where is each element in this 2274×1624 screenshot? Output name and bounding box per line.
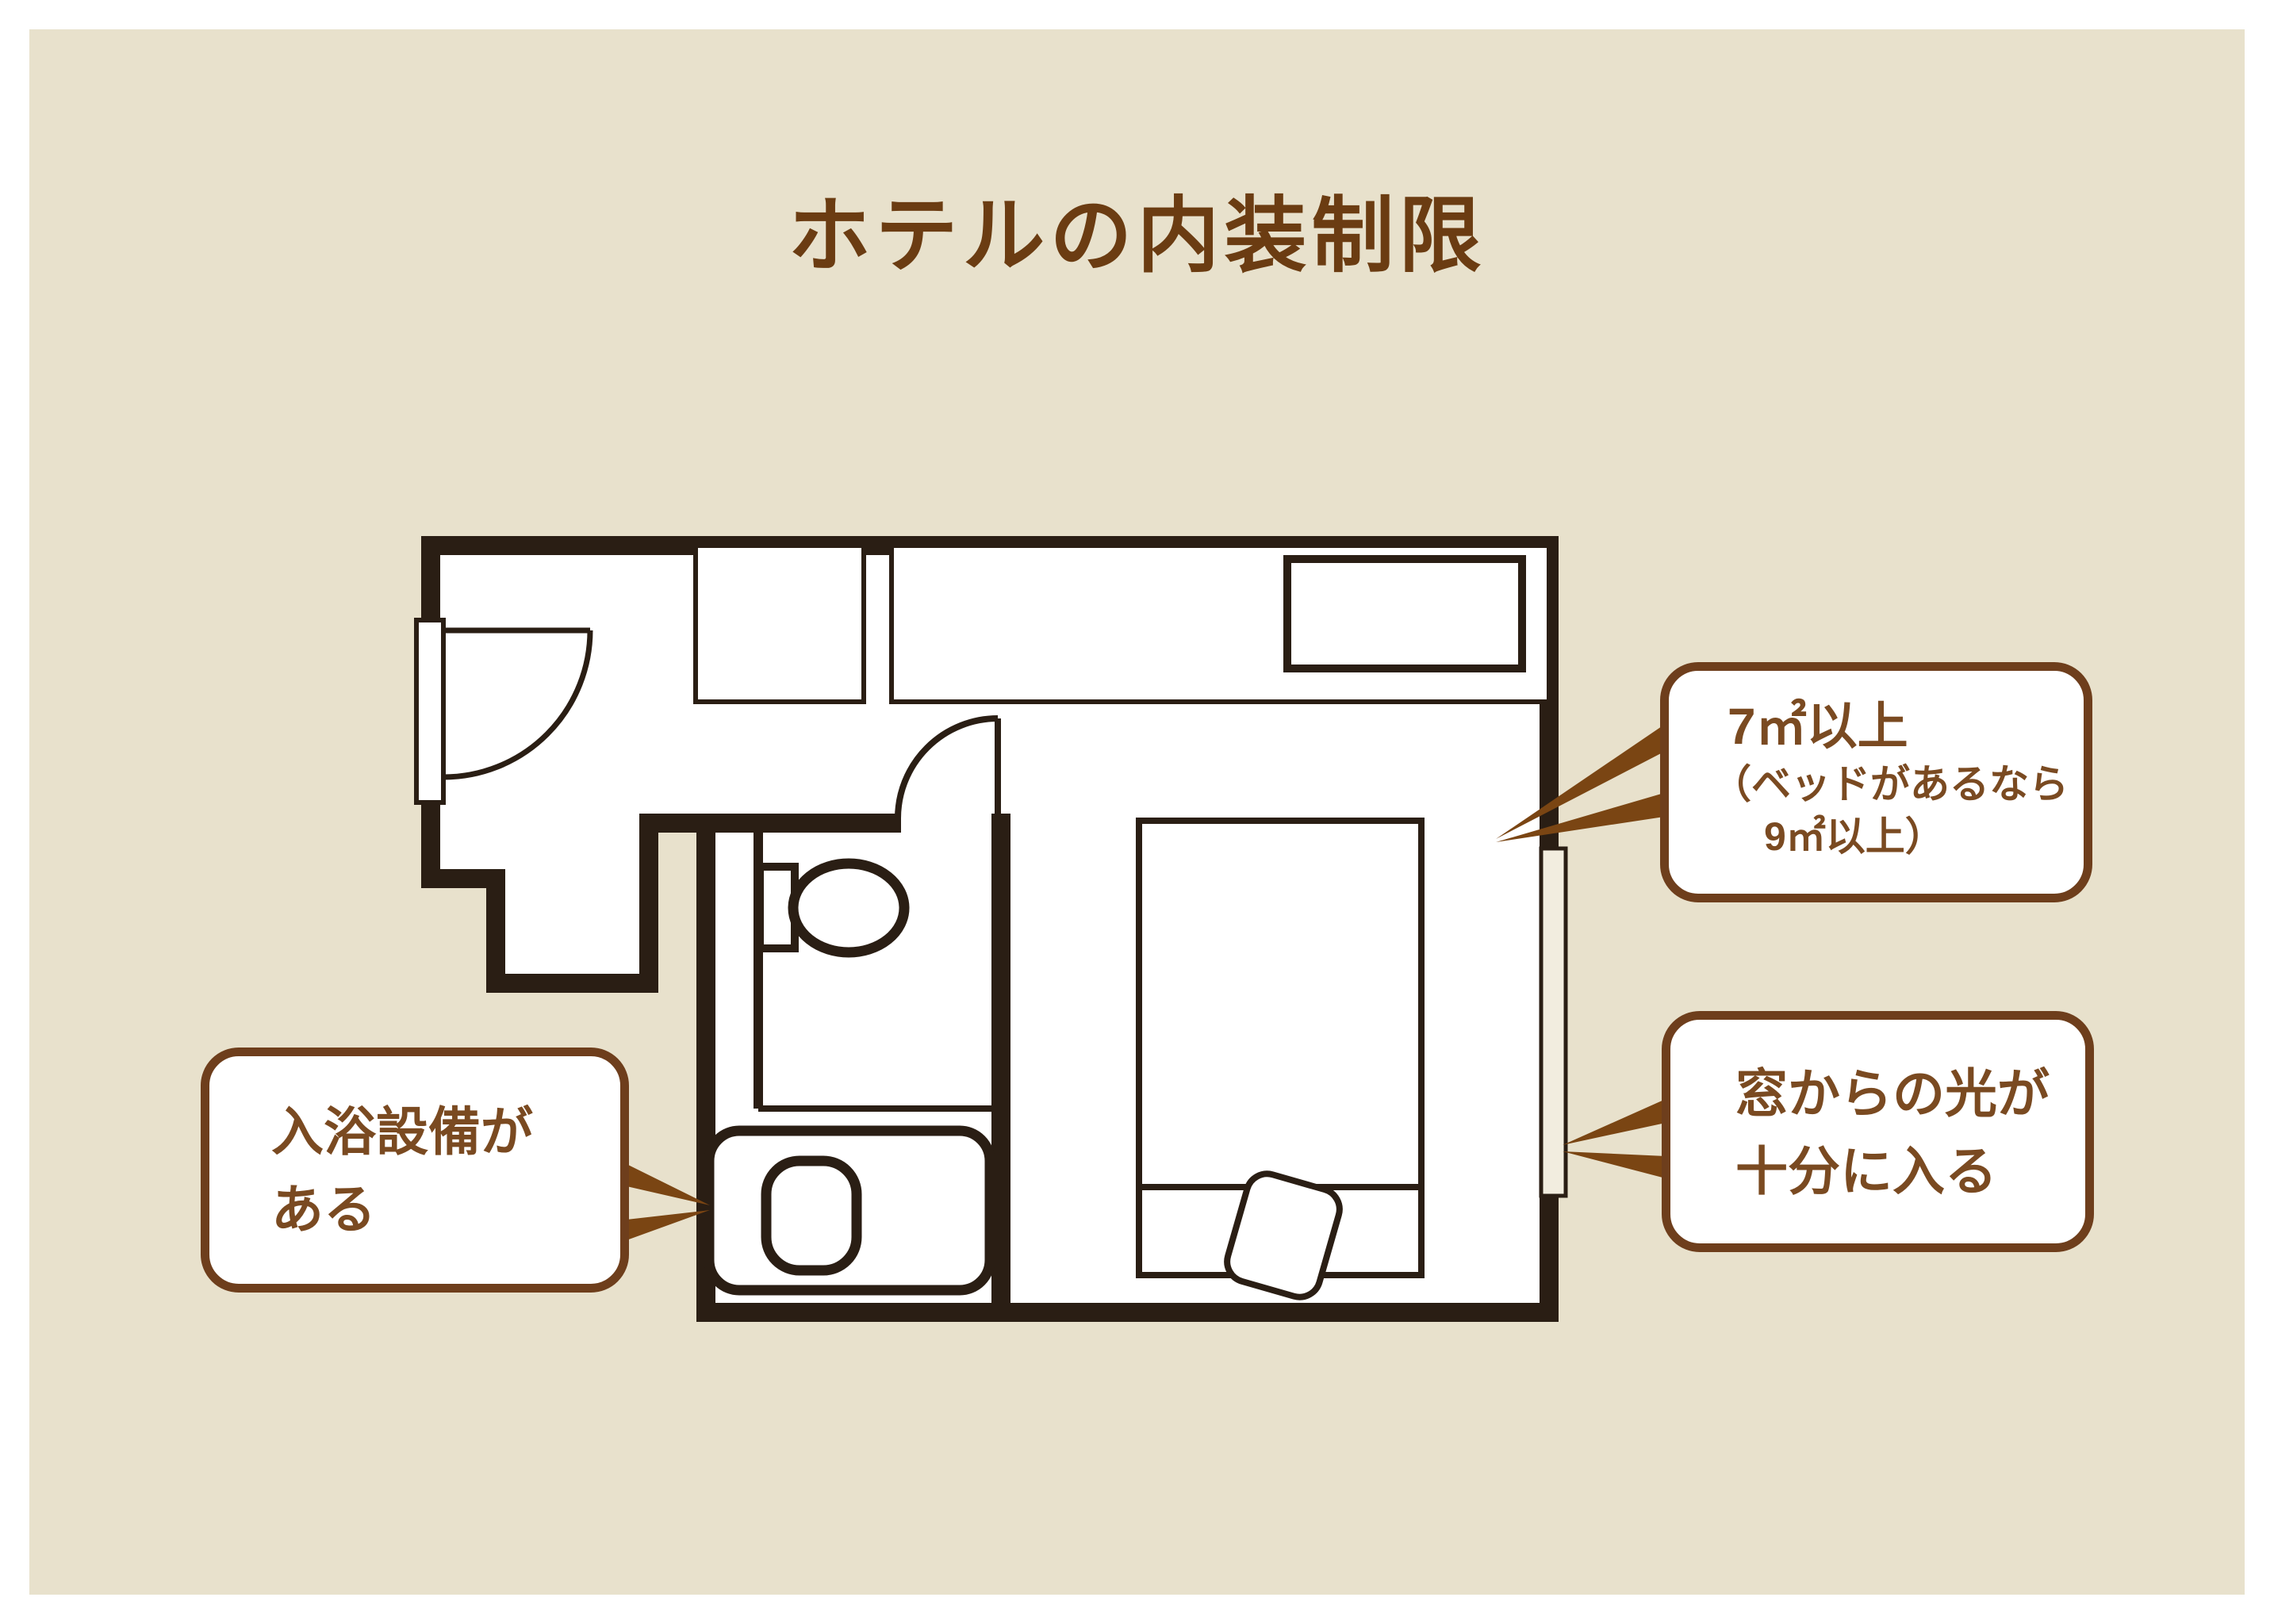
callout-min-area-line3: 9㎡以上） [1764, 814, 1945, 859]
callout-min-area-line1: 7㎡以上 [1728, 698, 1908, 755]
callout-bath-facility: 入浴設備が ある [201, 1048, 629, 1293]
leader-area [1496, 725, 1664, 842]
callout-min-area-line2: （ベッドがあるなら [1712, 762, 2069, 806]
bathtub-icon [704, 1125, 995, 1296]
callout-bath-facility-line2: ある [271, 1180, 376, 1239]
bed-icon [1136, 818, 1425, 1300]
bathroom-door-icon [895, 715, 1001, 819]
callout-bath-facility-line1: 入浴設備が [271, 1102, 533, 1161]
toilet-icon [756, 858, 910, 958]
callout-min-area: 7㎡以上 （ベッドがあるなら 9㎡以上） [1660, 662, 2092, 902]
callout-window-light-line2: 十分に入る [1735, 1142, 1997, 1201]
callout-window-light-line1: 窓からの光が [1735, 1064, 2050, 1123]
leader-bath [627, 1164, 710, 1240]
window-icon [1539, 846, 1568, 1198]
entrance-door-icon [414, 618, 593, 805]
shelf [1283, 555, 1526, 672]
page-title: ホテルの内装制限 [788, 190, 1486, 282]
leader-window [1563, 1099, 1666, 1178]
callout-window-light: 窓からの光が 十分に入る [1662, 1011, 2094, 1252]
